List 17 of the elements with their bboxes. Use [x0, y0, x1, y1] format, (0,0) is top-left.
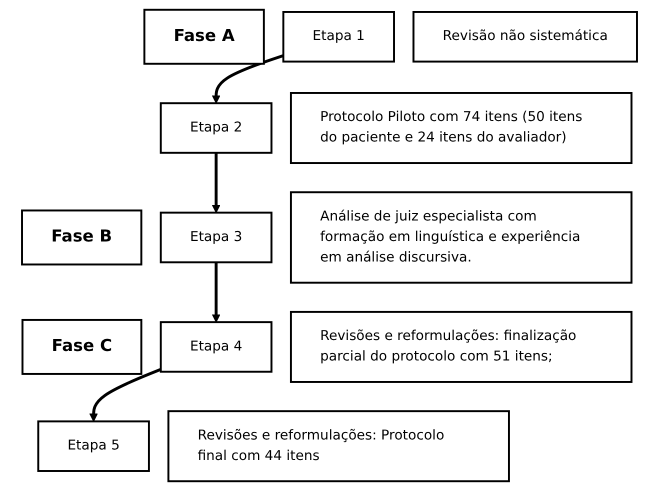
node-box: Revisão não sistemática	[412, 11, 638, 63]
arrow	[89, 368, 162, 422]
node-box: Etapa 2	[160, 102, 272, 154]
node-box: Protocolo Piloto com 74 itens (50 itens do paciente e 24 itens do avaliador)	[290, 92, 632, 164]
arrow	[212, 54, 284, 104]
node-box: Fase A	[143, 8, 265, 65]
arrow	[212, 152, 220, 214]
node-box: Revisões e reformulações: Protocolo final com 44 itens	[167, 410, 510, 482]
node-box: Etapa 3	[160, 212, 272, 264]
node-box: Fase B	[21, 210, 142, 266]
node-box: Revisões e reformulações: finalização parcial do protocolo com 51 itens;	[290, 310, 632, 383]
node-box: Etapa 4	[160, 321, 272, 373]
arrow	[212, 262, 220, 323]
node-box: Etapa 5	[37, 420, 150, 472]
node-box: Etapa 1	[282, 11, 395, 63]
node-box: Análise de juiz especialista com formação em linguística e experiência em análise discursiva.	[290, 191, 632, 284]
node-box: Fase C	[22, 318, 142, 375]
